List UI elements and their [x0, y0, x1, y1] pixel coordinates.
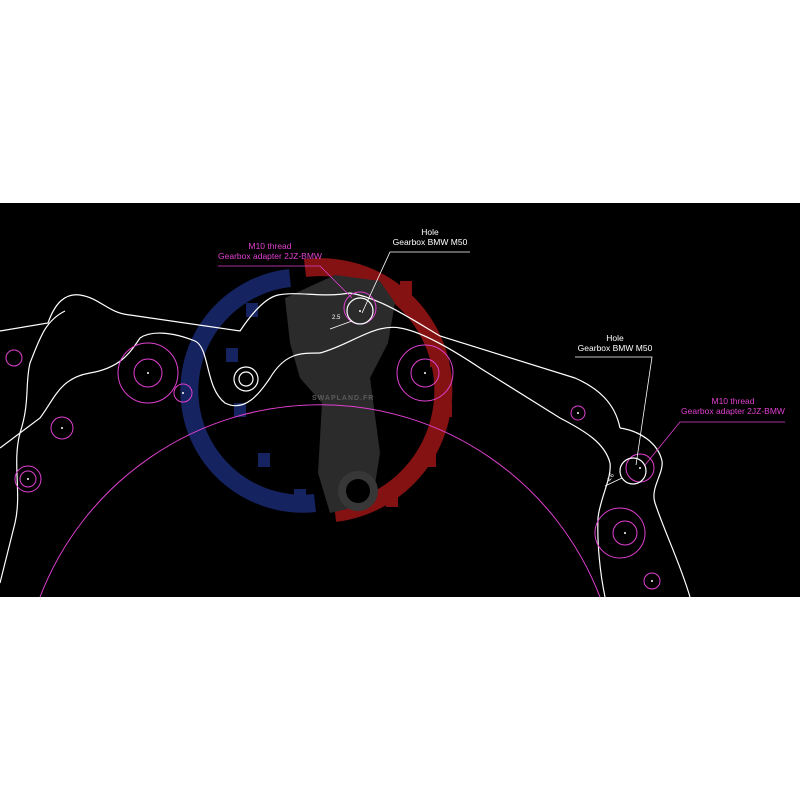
callout-hole-right-line2: Gearbox BMW M50: [577, 343, 653, 353]
callout-hole-top-line1: Hole: [421, 227, 439, 237]
callout-m10-thread-left: M10 thread Gearbox adapter 2JZ-BMW: [215, 241, 325, 261]
leader-lines: [218, 251, 785, 487]
bore-center-inner: [410, 358, 440, 388]
callout-m10-left-line2: Gearbox adapter 2JZ-BMW: [218, 251, 322, 261]
logo-rod-end: [338, 471, 378, 511]
bore-left-inner: [133, 358, 163, 388]
bore-right-inner: [612, 520, 638, 546]
m10-hole-left-small: [173, 383, 193, 403]
logo-gear-left-arc: [180, 269, 316, 513]
hole-bottom-left-outer: [14, 465, 42, 493]
callout-m10-right-line2: Gearbox adapter 2JZ-BMW: [681, 406, 785, 416]
leader-hole-right: [575, 356, 653, 466]
bore-center-outer: [396, 344, 454, 402]
watermark-text: SWAPLAND.FR: [312, 395, 375, 402]
hole-far-left: [5, 349, 23, 367]
piston-gear-logo-icon: [180, 258, 453, 522]
hole-left-white-inner: [238, 371, 254, 387]
cad-drawing-viewport: M10 thread Gearbox adapter 2JZ-BMW Hole …: [0, 203, 800, 597]
logo-gear-teeth: [226, 303, 306, 503]
bore-right-outer: [594, 507, 646, 559]
hole-bottom-right: [643, 572, 661, 590]
callout-m10-right-line1: M10 thread: [711, 396, 755, 406]
logo-piston-body: [285, 275, 395, 513]
dim-line-right: [604, 477, 623, 487]
callout-hole-top-line2: Gearbox BMW M50: [392, 237, 468, 247]
callout-hole-right: Hole Gearbox BMW M50: [570, 333, 660, 353]
callout-hole-top: Hole Gearbox BMW M50: [385, 227, 475, 247]
cad-drawing: [0, 251, 785, 597]
adapter-plate-outline: [0, 292, 691, 597]
callout-hole-right-line1: Hole: [606, 333, 624, 343]
dimension-left: 2.5: [332, 315, 341, 321]
leader-hole-top: [361, 251, 470, 314]
hole-gearbox-top: [346, 297, 374, 325]
callout-m10-thread-right: M10 thread Gearbox adapter 2JZ-BMW: [678, 396, 788, 416]
hole-left-edge: [50, 416, 74, 440]
logo-gear-right-arc: [303, 258, 453, 522]
callout-m10-left-line1: M10 thread: [248, 241, 292, 251]
hole-gearbox-right: [619, 457, 647, 485]
hole-left-white-outer: [233, 366, 259, 392]
hole-mid-right: [570, 405, 586, 421]
gearbox-holes: [233, 297, 647, 485]
hole-bottom-left-inner: [19, 470, 37, 488]
bore-left-outer: [117, 342, 179, 404]
leader-m10-left: [218, 265, 353, 299]
dim-line-left: [329, 320, 353, 330]
leader-m10-right: [644, 421, 785, 466]
flywheel-clearance-arc: [39, 404, 601, 597]
center-marks: [27, 310, 653, 582]
